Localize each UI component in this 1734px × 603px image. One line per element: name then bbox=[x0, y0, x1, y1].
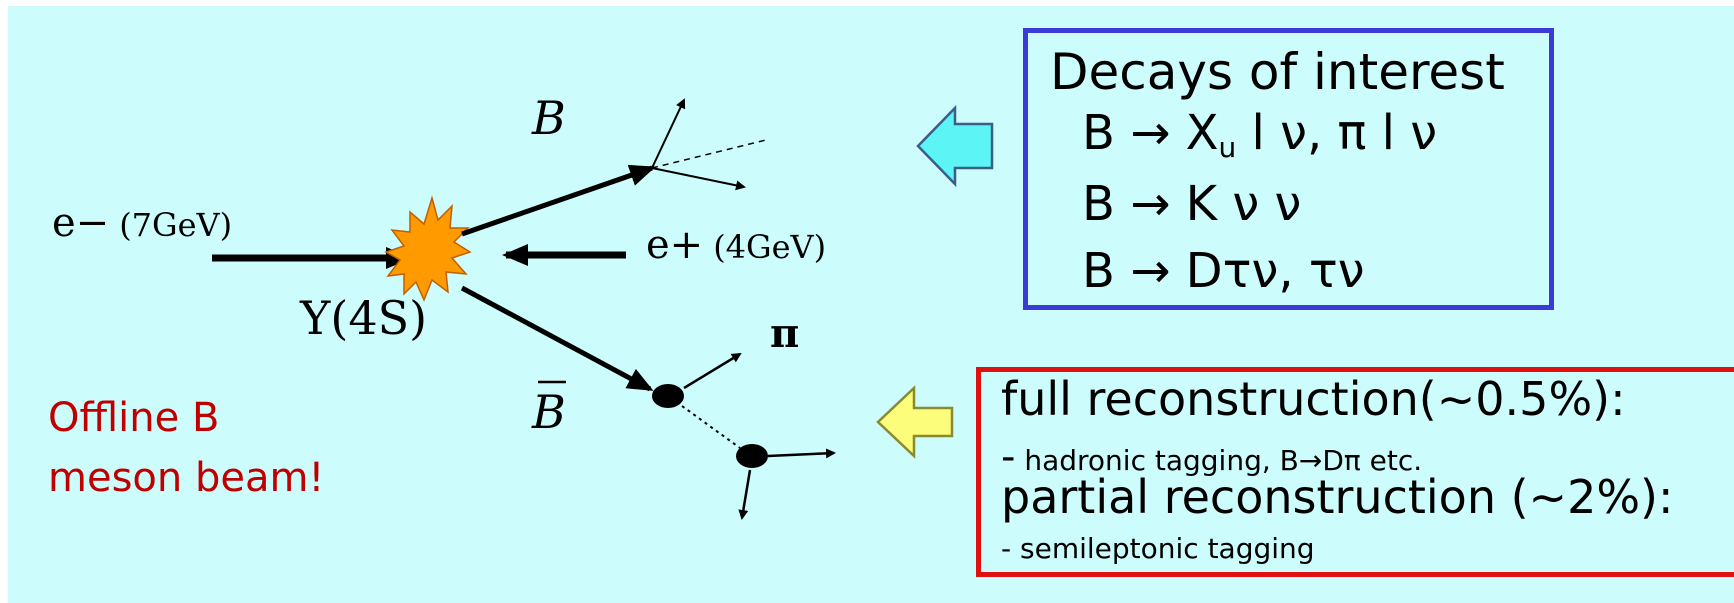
decay-row-dtaunu: B → Dτν, τν bbox=[1082, 243, 1365, 299]
b-decay-neutral-track bbox=[652, 140, 766, 168]
secondary-decay-link bbox=[682, 406, 740, 448]
decays-title: Decays of interest bbox=[1050, 43, 1505, 101]
upsilon-4s-label: Υ(4S) bbox=[299, 291, 427, 345]
secondary-track-down bbox=[742, 470, 750, 518]
decay-row-xu: B → Xu l ν, π l ν bbox=[1082, 105, 1437, 164]
secondary-decay-vertex bbox=[736, 444, 768, 468]
decays-of-interest-box: Decays of interest B → Xu l ν, π l ν B →… bbox=[1023, 28, 1554, 310]
b-meson-track bbox=[462, 168, 652, 234]
decay-row-xu-suffix: l ν, π l ν bbox=[1236, 105, 1437, 161]
decay-row-xu-prefix: B → X bbox=[1082, 105, 1219, 161]
decay-row-xu-subscript: u bbox=[1219, 131, 1237, 164]
bbar-decay-vertex bbox=[652, 384, 684, 408]
b-decay-track-right bbox=[652, 168, 744, 187]
b-decay-track-up bbox=[652, 100, 684, 168]
secondary-track-right bbox=[768, 453, 834, 456]
yellow-left-arrow bbox=[878, 388, 952, 456]
bbar-meson-label: B bbox=[531, 385, 566, 439]
offline-b-beam-note: Offline B meson beam! bbox=[48, 388, 324, 508]
b-meson-label: B bbox=[531, 91, 566, 145]
pion-label: π bbox=[770, 310, 799, 357]
reconstruction-box: full reconstruction(~0.5%): - hadronic t… bbox=[976, 367, 1734, 577]
full-reco-line: full reconstruction(~0.5%): bbox=[1001, 372, 1626, 426]
positron-label: e+(4GeV) bbox=[646, 222, 826, 268]
semileptonic-tag-line: - semileptonic tagging bbox=[1001, 532, 1315, 565]
collision-burst-icon bbox=[386, 198, 470, 300]
offline-line-2: meson beam! bbox=[48, 448, 324, 508]
bbar-meson-track bbox=[462, 288, 650, 389]
offline-line-1: Offline B bbox=[48, 388, 324, 448]
pion-track bbox=[684, 354, 740, 388]
cyan-left-arrow bbox=[918, 108, 992, 184]
partial-reco-line: partial reconstruction (~2%): bbox=[1001, 470, 1674, 524]
decay-row-knunu: B → K ν ν bbox=[1082, 176, 1301, 232]
electron-label: e−(7GeV) bbox=[52, 200, 232, 246]
